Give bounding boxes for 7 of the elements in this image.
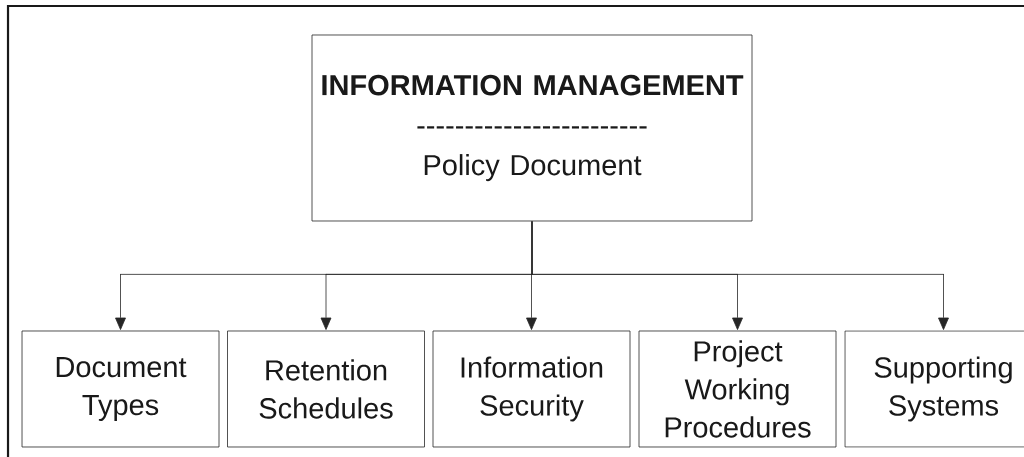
topic-box: Supporting Systems <box>844 330 1024 448</box>
policy-box: INFORMATION MANAGEMENT ------------------------ Policy Document <box>311 34 753 222</box>
topic-box: Document Types <box>21 330 220 448</box>
topic-box: Information Security <box>432 330 631 448</box>
arrow <box>531 221 949 330</box>
topic-box: Retention Schedules <box>227 330 425 448</box>
topic-box: Project Working Procedures <box>638 330 837 448</box>
